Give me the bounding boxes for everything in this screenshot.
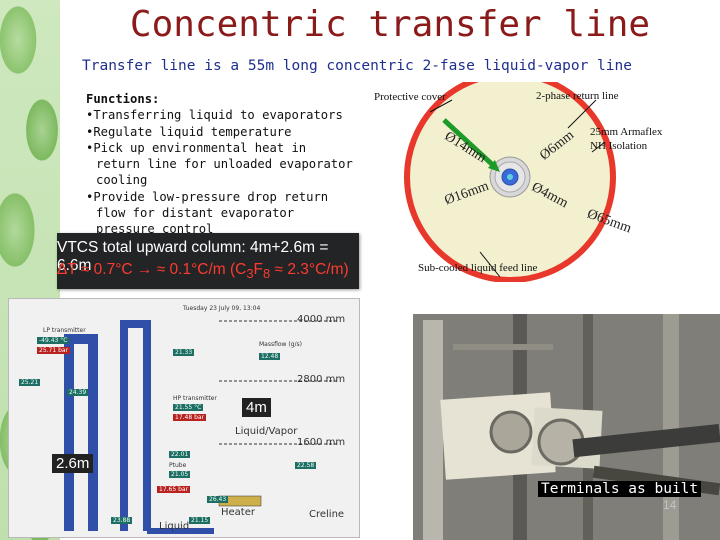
dimension-arrow [442,118,497,169]
massflow-label: Massflow (g/s) [259,341,303,348]
reading: 25.21 [19,379,41,386]
riser-pipe-left [64,334,98,531]
reading: 21.55 °C [173,404,204,411]
reading: 21.05 [169,471,191,478]
reading: 24.39 [67,389,89,396]
lp-transmitter-label: LP transmitter [43,327,86,334]
function-item: Transferring liquid to evaporators [86,107,356,123]
liquid-vapor-label: Liquid/Vapor [235,426,298,437]
cover-leader-line [429,99,453,113]
function-item: Regulate liquid temperature [86,124,356,140]
insulation-leader-line [591,141,606,153]
insulation-label-line1: 25mm Armaflex [590,126,663,138]
functions-list: Functions: Transferring liquid to evapor… [86,91,356,238]
photo-caption: Terminals as built [538,481,702,497]
slide-subtitle: Transfer line is a 55m long concentric 2… [82,58,632,74]
height-tag-4m: 4m [242,398,271,417]
dimension-arrow-head [488,160,500,172]
rack-post [423,320,443,540]
slide-title: Concentric transfer line [129,4,651,45]
reading: 21.33 [173,349,195,356]
height-tag-2-6m: 2.6m [52,454,94,473]
vtcs-column-text: VTCS total upward column: 4m+2.6m = 6.6m [57,239,329,274]
level-label-4000: 4000 mm [297,314,346,325]
return-line-label: 2-phase return line [536,90,619,102]
formula-subscript: 3 [246,266,254,282]
delta-t-suffix: ≈ 2.3°C/m) [270,261,349,278]
level-label-1600: 1600 mm [297,437,346,448]
cross-section-svg [404,71,616,283]
reading: 17.48 bar [173,414,207,421]
functions-heading: Functions: [86,92,160,106]
protective-cover-label: Protective cover [374,91,446,103]
riser-pipe-right [120,320,151,531]
terminal-fitting [489,410,533,454]
vtcs-summary-box: VTCS total upward column: 4m+2.6m = 6.6m… [57,233,359,289]
function-item: Provide low-pressure drop return flow fo… [86,189,356,238]
scada-schematic: Tuesday 23 July 09, 13:04 4000 mm 2800 m… [8,298,360,538]
creline-label: Creline [309,509,345,520]
heater-label: Heater [221,507,255,518]
reading: 23.88 [111,517,133,524]
reading: 25.71 bar [37,347,71,354]
reading: 17.65 bar [157,486,191,493]
reading: 26.43 [207,496,229,503]
feed-tube-bore [507,174,513,180]
formula-letter: F [253,261,264,278]
insulated-hose [572,424,720,458]
cross-bar [453,344,553,350]
function-item: Pick up environmental heat in return lin… [86,140,356,189]
scada-timestamp: Tuesday 23 July 09, 13:04 [183,305,261,312]
scada-pipes-svg [64,320,339,534]
feed-line-label: Sub-cooled liquid feed line [418,262,538,274]
return-leader-line [567,99,597,129]
formula-subscript: 8 [263,266,271,282]
reading: 21.15 [189,517,211,524]
page-number: 14 [663,498,677,512]
ptube-label: Ptube [169,462,187,469]
vtcs-delta-t-text: ΔT ≈ 0.7°C → ≈ 0.1°C/m (C3F8 ≈ 2.3°C/m) [57,261,349,281]
delta-t-prefix: ΔT ≈ 0.7°C → ≈ 0.1°C/m (C [57,261,247,278]
liquid-label: Liquid [159,521,190,532]
reading: 22.01 [169,451,191,458]
cross-section-diagram: Protective cover 2-phase return line 25m… [360,71,720,283]
reading: -49.43 °C [37,337,70,344]
feed-leader-line [479,251,501,278]
level-label-2800: 2800 mm [297,374,346,385]
hp-transmitter-label: HP transmitter [173,395,217,402]
insulation-label-line2: NH Isolation [590,140,648,152]
reading: 12.48 [259,353,281,360]
reading: 22.58 [295,462,317,469]
